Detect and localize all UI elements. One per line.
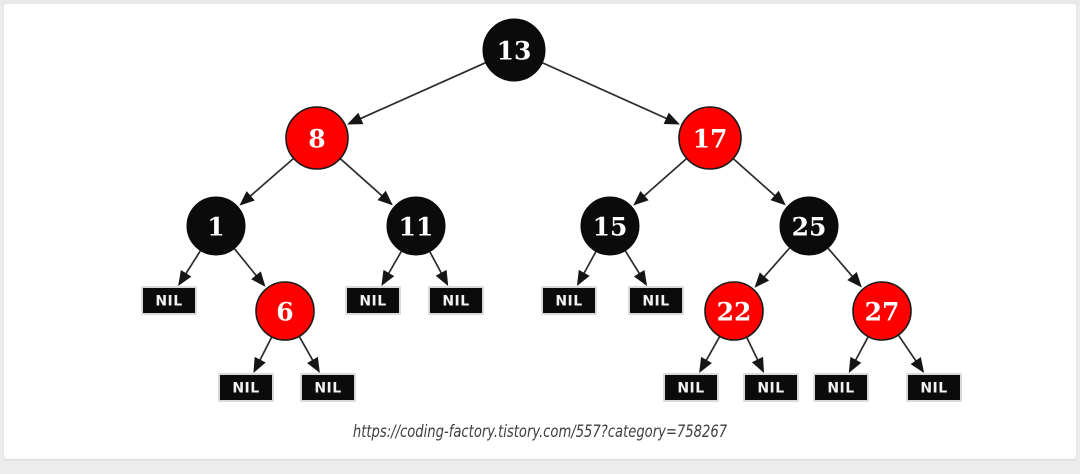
tree-node-label: 13 <box>497 37 532 66</box>
tree-node-6: 6 <box>255 281 315 341</box>
tree-node-label: 17 <box>693 125 728 154</box>
tree-edge <box>576 251 597 286</box>
nil-leaf-label: NIL <box>314 381 341 397</box>
tree-edge <box>624 250 648 286</box>
nil-leaf: NIL <box>813 373 869 402</box>
nil-leaf-label: NIL <box>757 381 784 397</box>
tree-node-13: 13 <box>482 18 546 82</box>
tree-edge <box>239 158 294 206</box>
nil-leaf-label: NIL <box>359 294 386 310</box>
tree-edge <box>253 336 273 373</box>
tree-edge <box>298 336 320 373</box>
tree-node-label: 6 <box>276 298 293 327</box>
nil-leaves-layer: NIL NIL NIL NIL NIL NIL NIL NIL NIL NIL NIL <box>141 286 962 402</box>
tree-edge <box>746 337 764 373</box>
tree-edge <box>381 251 402 286</box>
red-black-tree-figure: NIL NIL NIL NIL NIL NIL NIL NIL NIL NIL NIL 13 8 17 1… <box>4 4 1076 459</box>
tree-edge <box>754 247 791 288</box>
tree-edge <box>542 62 680 125</box>
tree-node-1: 1 <box>186 196 246 256</box>
tree-node-27: 27 <box>852 281 912 341</box>
tree-edge <box>429 251 449 286</box>
tree-edge <box>178 250 201 286</box>
tree-edge <box>848 336 869 373</box>
tree-edge <box>827 247 862 288</box>
nil-leaf-label: NIL <box>155 294 182 310</box>
nil-leaf: NIL <box>141 286 197 315</box>
tree-node-label: 8 <box>308 125 325 154</box>
figure-card: NIL NIL NIL NIL NIL NIL NIL NIL NIL NIL NIL 13 8 17 1… <box>4 4 1076 459</box>
tree-node-11: 11 <box>386 196 446 256</box>
nil-leaf: NIL <box>345 286 401 315</box>
nil-leaf-label: NIL <box>442 294 469 310</box>
tree-node-25: 25 <box>779 196 839 256</box>
nil-leaf-label: NIL <box>642 294 669 310</box>
tree-edge <box>633 158 687 206</box>
tree-node-17: 17 <box>678 106 742 170</box>
tree-node-label: 22 <box>717 298 752 327</box>
tree-node-label: 11 <box>399 213 434 242</box>
nil-leaf: NIL <box>541 286 597 315</box>
nil-leaf: NIL <box>906 373 962 402</box>
tree-edge <box>340 158 393 206</box>
nil-leaf: NIL <box>218 373 274 402</box>
nil-leaf-label: NIL <box>920 381 947 397</box>
edges-layer <box>178 62 925 373</box>
tree-edge <box>699 336 721 373</box>
tree-edge <box>733 158 786 206</box>
tree-edge <box>347 62 486 125</box>
tree-edge <box>234 248 266 287</box>
tree-node-22: 22 <box>704 281 764 341</box>
nil-leaf: NIL <box>743 373 799 402</box>
tree-node-15: 15 <box>580 196 640 256</box>
tree-node-label: 15 <box>593 213 628 242</box>
tree-node-8: 8 <box>285 106 349 170</box>
nil-leaf-label: NIL <box>827 381 854 397</box>
nil-leaf-label: NIL <box>677 381 704 397</box>
source-url-caption: https://coding-factory.tistory.com/557?c… <box>352 422 728 442</box>
nil-leaf: NIL <box>663 373 719 402</box>
nil-leaf: NIL <box>300 373 356 402</box>
top-edge-strip <box>0 0 1080 5</box>
nil-leaf: NIL <box>428 286 484 315</box>
tree-canvas: NIL NIL NIL NIL NIL NIL NIL NIL NIL NIL NIL 13 8 17 1… <box>141 18 962 402</box>
tree-node-label: 25 <box>792 213 827 242</box>
nil-leaf-label: NIL <box>232 381 259 397</box>
tree-edge <box>898 334 925 373</box>
nil-leaf: NIL <box>628 286 684 315</box>
nil-leaf-label: NIL <box>555 294 582 310</box>
tree-node-label: 27 <box>865 298 900 327</box>
tree-node-label: 1 <box>207 213 224 242</box>
